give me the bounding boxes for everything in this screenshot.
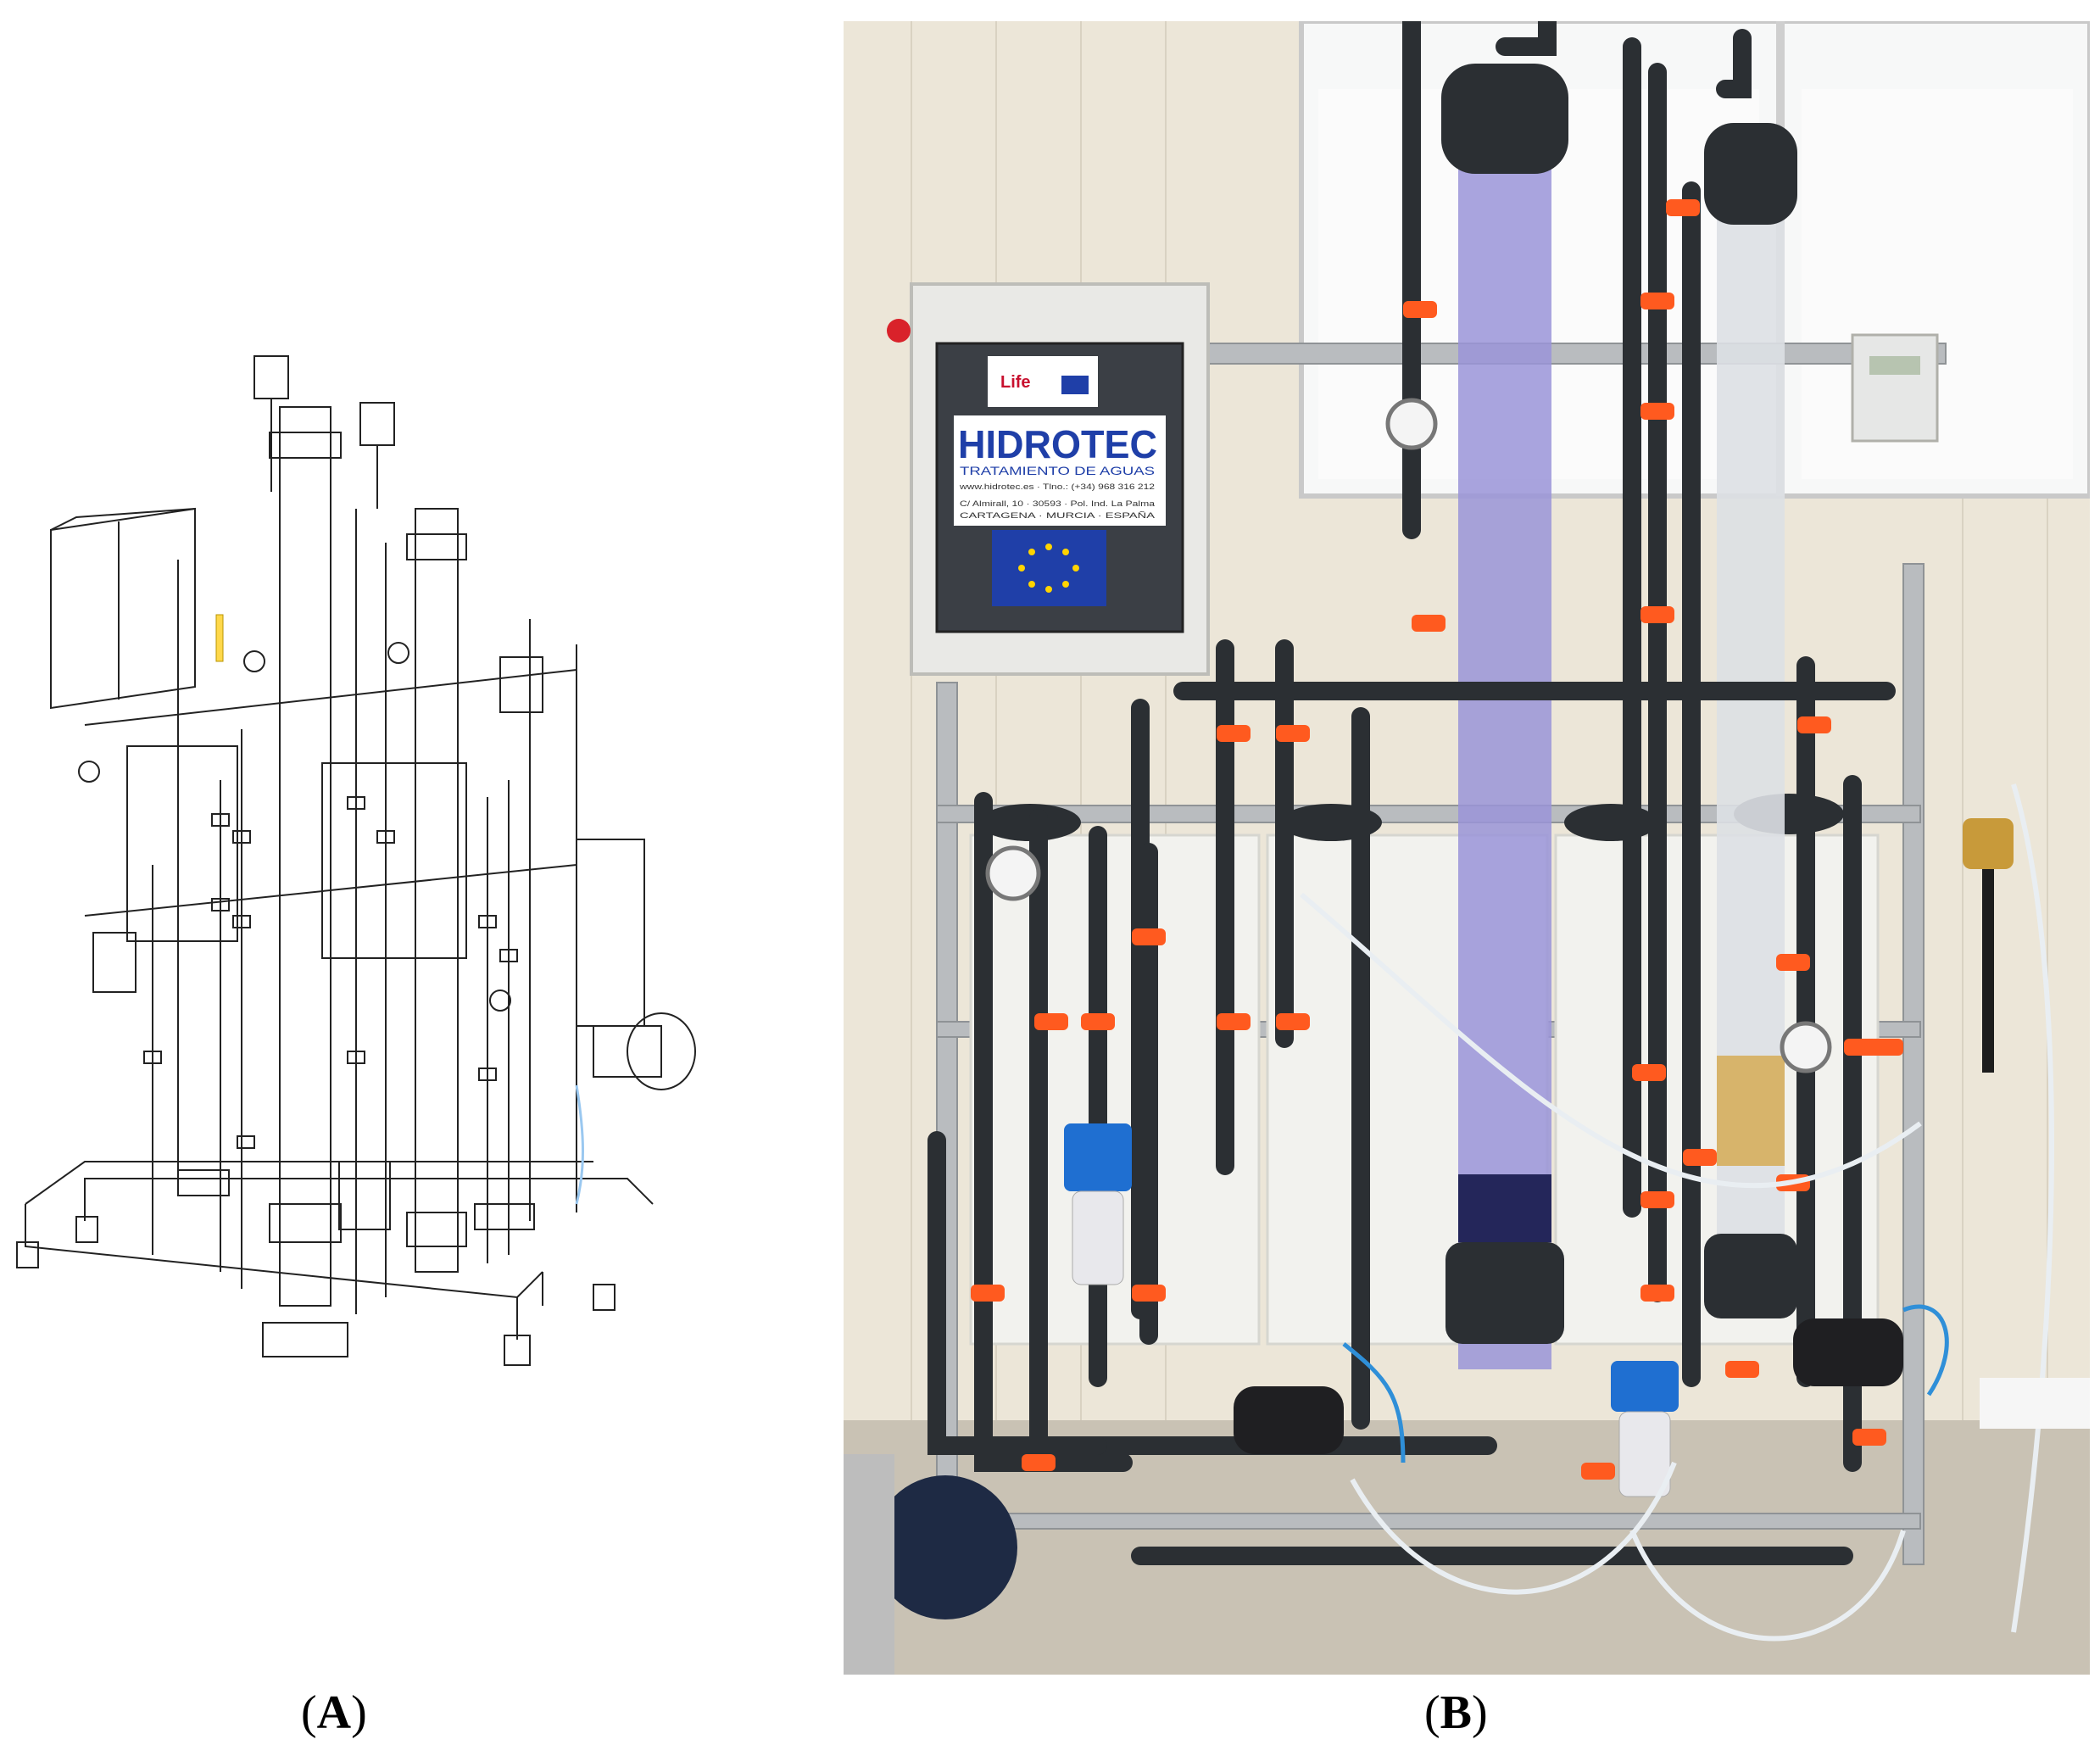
probe bbox=[215, 614, 224, 662]
cartridge-filters bbox=[1064, 1123, 1679, 1497]
frame-right-post bbox=[1902, 563, 1925, 1565]
address-line-1: C/ Almirall, 10 · 30593 · Pol. Ind. La P… bbox=[960, 499, 1155, 508]
line-drawing-svg bbox=[16, 355, 696, 1366]
display-box bbox=[499, 656, 543, 713]
sign-plate bbox=[954, 415, 1166, 526]
brand-tagline: TRATAMIENTO DE AGUAS bbox=[960, 464, 1155, 477]
pump bbox=[627, 1012, 696, 1090]
caption-b: (B) bbox=[1424, 1686, 1488, 1739]
frame-rail-mid bbox=[936, 805, 1921, 823]
caption-a: (A) bbox=[301, 1686, 367, 1739]
pumps bbox=[1234, 1318, 1903, 1454]
address-line-2: CARTAGENA · MURCIA · ESPAÑA bbox=[960, 511, 1155, 520]
frame-base-back bbox=[25, 1161, 593, 1205]
eu-flag-stars bbox=[1018, 544, 1079, 593]
emergency-stop-button bbox=[887, 319, 911, 343]
controller-display-box bbox=[1851, 333, 1939, 443]
column-1 bbox=[1458, 148, 1551, 1369]
life-logo-text: Life bbox=[1000, 373, 1031, 392]
wall-taps bbox=[1963, 818, 2014, 869]
photo-scene-svg: Life HIDROTEC TRATAMIENTO DE AGUAS www.h… bbox=[844, 21, 2090, 1675]
brand-name: HIDROTEC bbox=[958, 422, 1157, 466]
wheel-2 bbox=[75, 1216, 98, 1243]
panel-b-photograph: Life HIDROTEC TRATAMIENTO DE AGUAS www.h… bbox=[844, 21, 2090, 1675]
column-1 bbox=[279, 406, 331, 1307]
wheel-3 bbox=[504, 1335, 531, 1366]
gauge-icon bbox=[243, 650, 265, 672]
panel-a-technical-drawing bbox=[0, 322, 729, 1374]
side-table bbox=[1980, 1378, 2090, 1429]
wheel-4 bbox=[593, 1284, 616, 1311]
valve-group bbox=[971, 199, 1903, 1480]
pressure-gauges bbox=[985, 398, 1832, 1073]
eu-flag bbox=[992, 530, 1106, 606]
expansion-vessel bbox=[873, 1475, 1017, 1619]
frame-base-front bbox=[84, 1178, 654, 1221]
column-2 bbox=[415, 508, 459, 1273]
contact-line: www.hidrotec.es · Tlno.: (+34) 968 316 2… bbox=[959, 482, 1155, 491]
control-box bbox=[50, 507, 196, 710]
wheel-1 bbox=[16, 1241, 39, 1268]
